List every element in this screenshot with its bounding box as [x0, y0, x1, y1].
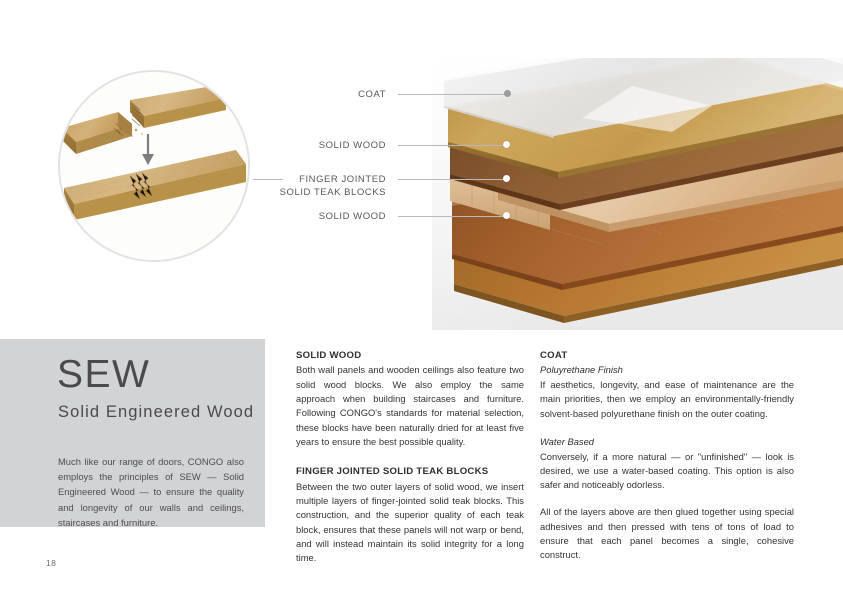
- subheading-polyurethane-finish: Poluyrethane Finish: [540, 364, 623, 376]
- page-title: SEW: [57, 353, 151, 396]
- body-polyurethane-finish: If aesthetics, longevity, and ease of ma…: [540, 379, 794, 419]
- body-closing: All of the layers above are then glued t…: [540, 506, 794, 561]
- callout-line-finger-jointed: [398, 179, 506, 180]
- subheading-water-based: Water Based: [540, 435, 595, 447]
- right-column: COAT Poluyrethane Finish If aesthetics, …: [540, 349, 794, 563]
- sidebar-panel: [0, 339, 265, 527]
- callout-label-finger-jointed-line2: SOLID TEAK BLOCKS: [279, 187, 386, 198]
- sidebar-body-text: Much like our range of doors, CONGO also…: [58, 456, 244, 528]
- callout-label-solid-wood-upper: SOLID WOOD: [318, 140, 386, 151]
- callout-label-solid-wood-lower: SOLID WOOD: [318, 211, 386, 222]
- body-solid-wood: Both wall panels and wooden ceilings als…: [296, 364, 524, 447]
- page-subtitle: Solid Engineered Wood: [58, 403, 255, 421]
- callout-dot-solid-wood-upper: [503, 141, 510, 148]
- heading-solid-wood: SOLID WOOD: [296, 350, 362, 361]
- callout-label-coat: COAT: [358, 89, 386, 100]
- callout-line-solid-wood-upper: [398, 145, 506, 146]
- callout-dot-coat: [504, 90, 511, 97]
- circle-connector-line: [253, 179, 283, 180]
- heading-finger-jointed: FINGER JOINTED SOLID TEAK BLOCKS: [296, 466, 489, 478]
- heading-coat: COAT: [540, 350, 568, 361]
- callout-line-solid-wood-lower: [398, 216, 506, 217]
- exploded-panel-diagram: [432, 58, 843, 330]
- hero-illustration: COAT SOLID WOOD FINGER JOINTED SOLID TEA…: [58, 58, 843, 330]
- callout-dot-finger-jointed: [503, 175, 510, 182]
- callout-label-finger-jointed-line1: FINGER JOINTED: [299, 174, 386, 185]
- body-finger-jointed: Between the two outer layers of solid wo…: [296, 480, 524, 564]
- finger-joint-detail-circle: [58, 70, 250, 262]
- page-number: 18: [46, 558, 57, 568]
- middle-column: SOLID WOOD Both wall panels and wooden c…: [296, 349, 524, 565]
- callout-dot-solid-wood-lower: [503, 212, 510, 219]
- body-water-based: Conversely, if a more natural — or "unfi…: [540, 450, 794, 491]
- callout-line-coat: [398, 94, 505, 95]
